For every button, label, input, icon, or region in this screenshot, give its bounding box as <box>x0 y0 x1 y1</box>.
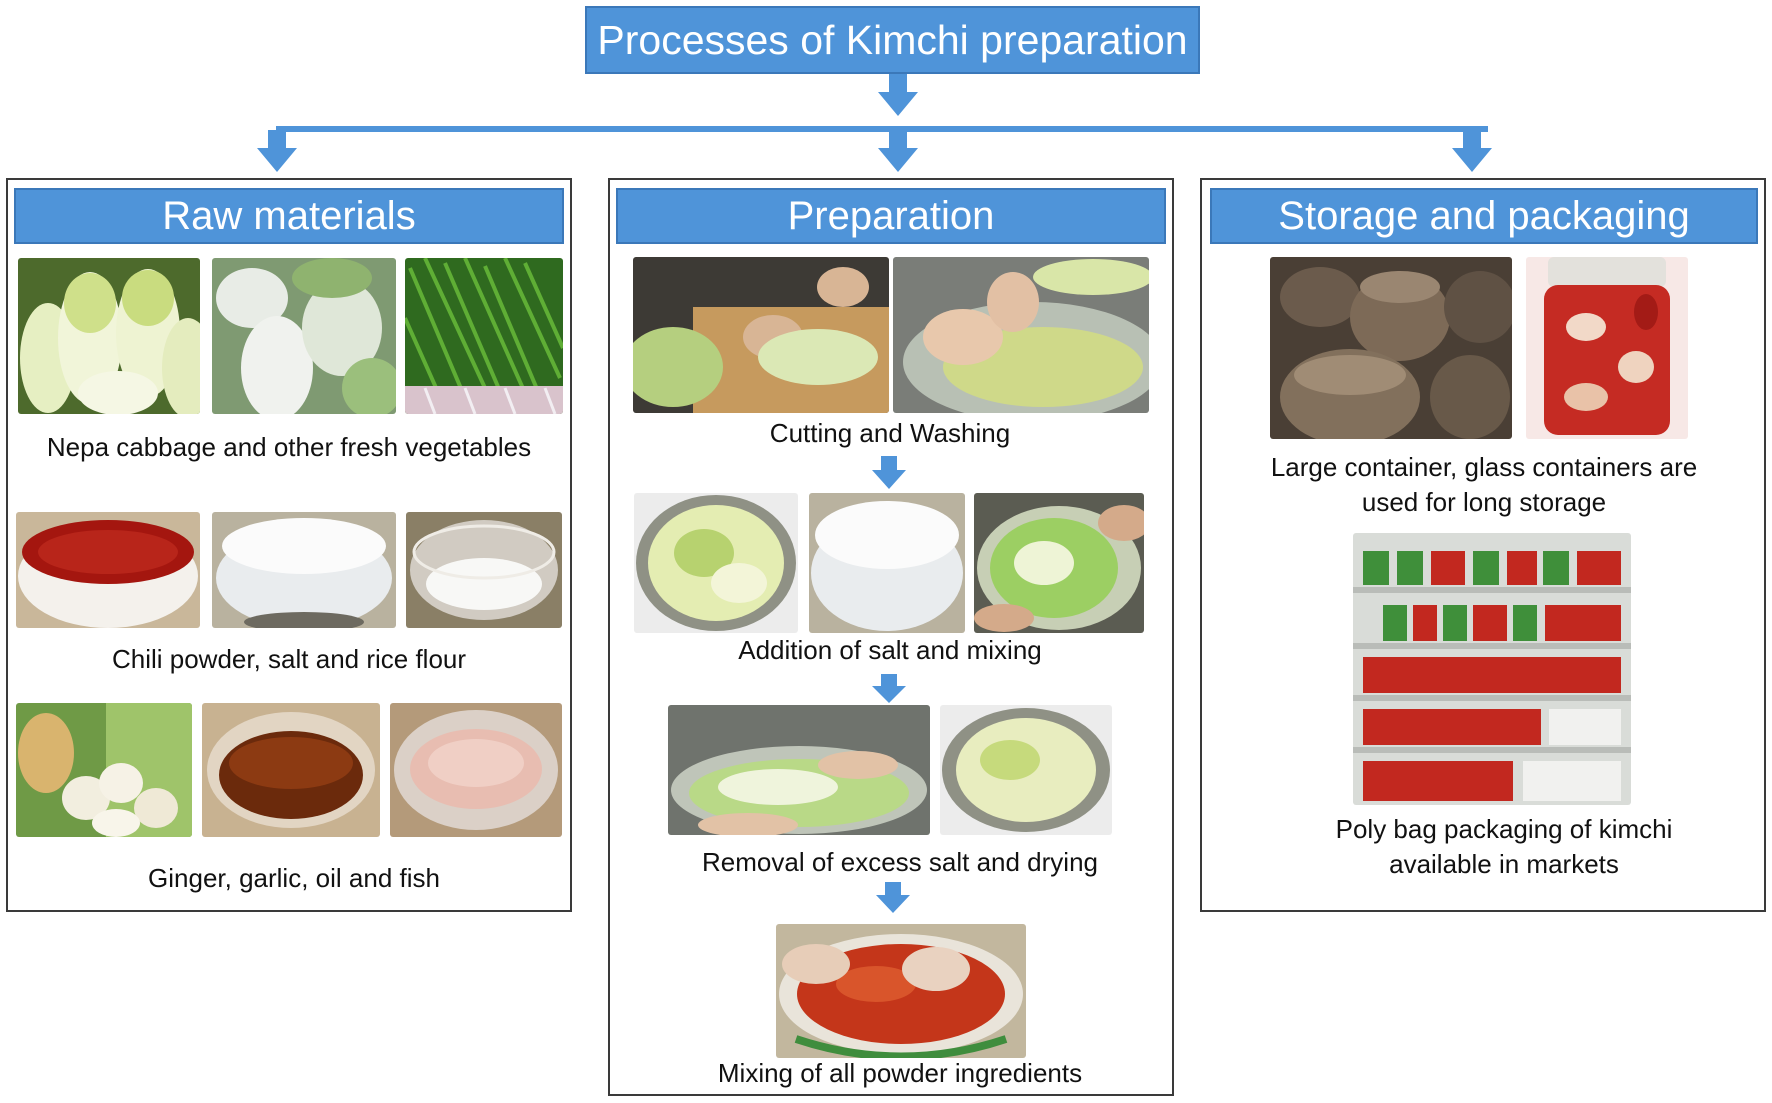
prep-caption-mixing: Mixing of all powder ingredients <box>717 1058 1083 1088</box>
prep-caption-salt: Addition of salt and mixing <box>738 635 1042 665</box>
raw-materials-title: Raw materials <box>14 188 564 244</box>
salt-photo <box>809 493 965 633</box>
preparation-title: Preparation <box>616 188 1166 244</box>
raw-caption-vegetables: Nepa cabbage and other fresh vegetables <box>46 432 532 462</box>
glass-jar-photo <box>1526 257 1688 439</box>
down-arrow-icon <box>1452 130 1492 172</box>
fish-bowl-photo <box>390 703 562 837</box>
mixing-photo <box>776 924 1026 1058</box>
down-arrow-icon <box>257 130 297 172</box>
storage-title: Storage and packaging <box>1210 188 1758 244</box>
raw-caption-ginger: Ginger, garlic, oil and fish <box>148 863 440 893</box>
down-arrow-icon <box>872 674 906 703</box>
cabbage-photo <box>18 258 200 414</box>
prep-caption-cutting: Cutting and Washing <box>769 418 1011 448</box>
cabbage-bowl-photo <box>634 493 798 633</box>
raw-caption-powders: Chili powder, salt and rice flour <box>111 644 467 674</box>
storage-caption-line1: Large container, glass containers are <box>1270 452 1698 482</box>
horizontal-connector <box>276 126 1488 132</box>
salting-cabbage-photo <box>974 493 1144 633</box>
drained-cabbage-photo <box>940 705 1112 835</box>
down-arrow-icon <box>878 74 918 116</box>
storage-caption-line2: used for long storage <box>1361 487 1607 517</box>
oil-bowl-photo <box>202 703 380 837</box>
ginger-garlic-photo <box>16 703 192 837</box>
storage-caption-line3: Poly bag packaging of kimchi <box>1335 814 1673 844</box>
main-title: Processes of Kimchi preparation <box>585 6 1200 74</box>
salt-bowl-photo <box>212 512 396 628</box>
down-arrow-icon <box>878 130 918 172</box>
radish-photo <box>212 258 396 414</box>
chili-powder-photo <box>16 512 200 628</box>
earthen-jars-photo <box>1270 257 1512 439</box>
cutting-photo <box>633 257 889 413</box>
rinsing-photo <box>668 705 930 835</box>
supermarket-shelf-photo <box>1353 533 1631 805</box>
prep-caption-drying: Removal of excess salt and drying <box>702 847 1098 877</box>
rice-flour-photo <box>406 512 562 628</box>
down-arrow-icon <box>872 456 906 489</box>
scallion-photo <box>405 258 563 414</box>
storage-caption-line4: available in markets <box>1389 849 1619 879</box>
washing-photo <box>893 257 1149 413</box>
down-arrow-icon <box>876 882 910 913</box>
